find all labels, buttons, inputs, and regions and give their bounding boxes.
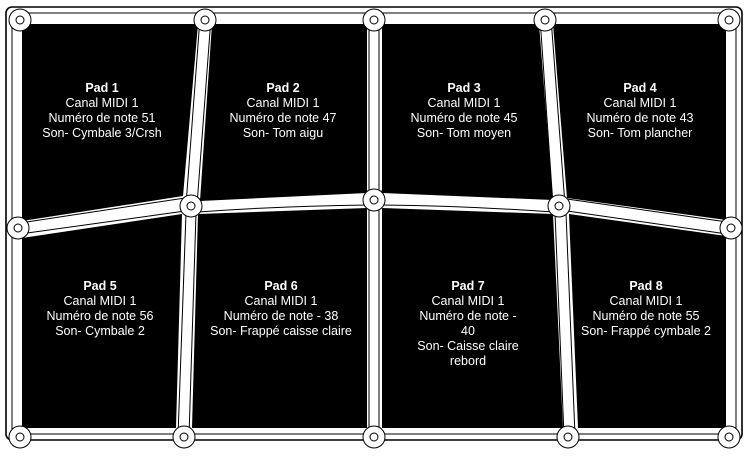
pad-2-surface[interactable] — [200, 24, 367, 201]
pad-1-surface[interactable] — [22, 24, 198, 221]
pad-5-surface[interactable] — [22, 214, 182, 428]
pad-7-surface[interactable] — [382, 208, 563, 428]
pad-6-surface[interactable] — [192, 208, 367, 428]
separator-rails — [19, 17, 728, 437]
joint-circles — [6, 8, 743, 449]
pad-4-surface[interactable] — [553, 24, 726, 220]
pad-8-surface[interactable] — [569, 214, 726, 428]
pad-3-surface[interactable] — [382, 24, 553, 200]
